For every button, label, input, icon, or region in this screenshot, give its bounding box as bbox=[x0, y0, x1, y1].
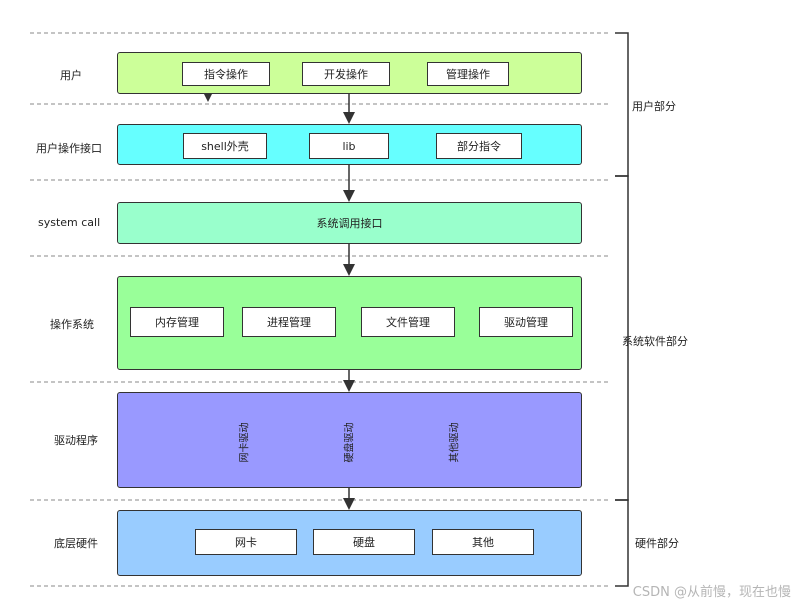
os-item-driver: 驱动管理 bbox=[479, 307, 573, 337]
driver-cylinder-label: 网卡驱动 bbox=[239, 422, 251, 463]
driver-cylinder-label: 其他驱动 bbox=[449, 422, 461, 463]
hardware-item-other: 其他 bbox=[432, 529, 534, 555]
hardware-item-nic: 网卡 bbox=[195, 529, 297, 555]
layer-label-driver: 驱动程序 bbox=[54, 434, 98, 447]
band-user: 指令操作 开发操作 管理操作 bbox=[117, 52, 582, 94]
bracket-user-section bbox=[615, 32, 629, 177]
interface-item-lib: lib bbox=[309, 133, 389, 159]
hardware-item-disk: 硬盘 bbox=[313, 529, 415, 555]
layer-label-system-call: system call bbox=[38, 216, 101, 229]
layer-label-user-interface: 用户操作接口 bbox=[36, 142, 102, 155]
band-system-call: 系统调用接口 bbox=[117, 202, 582, 244]
layer-label-hardware: 底层硬件 bbox=[54, 537, 98, 550]
band-os: 内存管理 进程管理 文件管理 驱动管理 bbox=[117, 276, 582, 370]
os-item-file: 文件管理 bbox=[361, 307, 455, 337]
layer-label-os: 操作系统 bbox=[50, 318, 94, 331]
os-item-process: 进程管理 bbox=[242, 307, 336, 337]
layer-label-user: 用户 bbox=[60, 69, 82, 82]
band-hardware: 网卡 硬盘 其他 bbox=[117, 510, 582, 576]
driver-cylinder-label: 硬盘驱动 bbox=[344, 422, 356, 463]
user-item-dev: 开发操作 bbox=[302, 62, 390, 86]
band-user-interface: shell外壳 lib 部分指令 bbox=[117, 124, 582, 165]
bracket-hardware-section bbox=[615, 499, 629, 587]
band-driver bbox=[117, 392, 582, 488]
section-label-system: 系统软件部分 bbox=[622, 335, 688, 348]
user-item-admin: 管理操作 bbox=[427, 62, 509, 86]
section-label-hardware: 硬件部分 bbox=[635, 537, 679, 550]
interface-item-commands: 部分指令 bbox=[436, 133, 522, 159]
watermark: CSDN @从前慢，现在也慢 bbox=[632, 585, 791, 600]
user-item-command: 指令操作 bbox=[182, 62, 270, 86]
system-call-text: 系统调用接口 bbox=[316, 217, 383, 230]
interface-item-shell: shell外壳 bbox=[183, 133, 267, 159]
section-label-user: 用户部分 bbox=[632, 100, 676, 113]
os-item-memory: 内存管理 bbox=[130, 307, 224, 337]
